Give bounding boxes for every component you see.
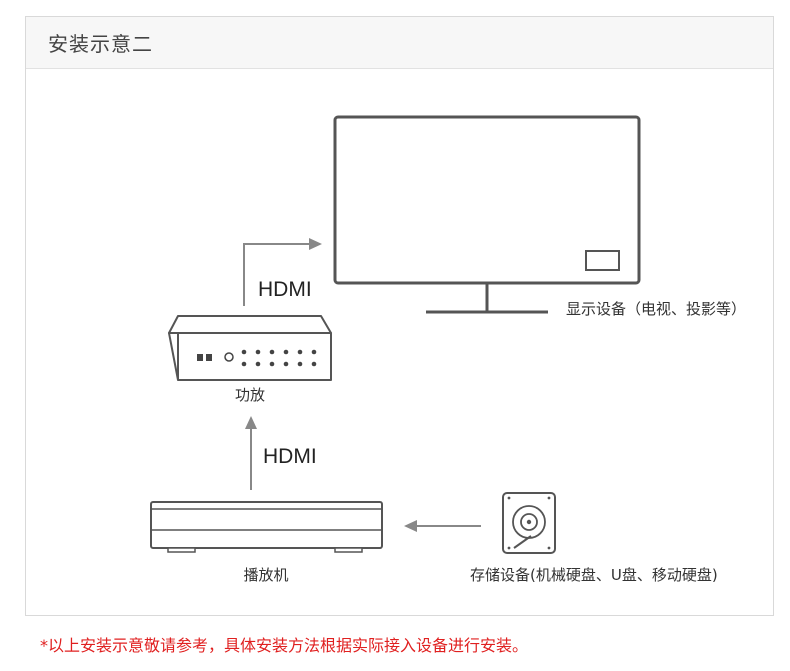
amplifier-icon xyxy=(168,315,332,381)
hdmi-label-top: HDMI xyxy=(258,278,312,301)
storage-label: 存储设备(机械硬盘、U盘、移动硬盘) xyxy=(470,566,718,584)
hard-drive-icon xyxy=(502,492,556,554)
connection-diagram: 显示设备（电视、投影等） HDMI 功放 HDMI xyxy=(150,115,746,584)
panel-header: 安装示意二 xyxy=(26,17,773,69)
panel-title: 安装示意二 xyxy=(48,32,153,56)
amplifier-label: 功放 xyxy=(235,386,265,404)
arrow-amp-to-display xyxy=(243,238,322,306)
player-label: 播放机 xyxy=(243,566,288,584)
player-icon xyxy=(150,501,383,553)
footnote: *以上安装示意敬请参考，具体安装方法根据实际接入设备进行安装。 xyxy=(40,636,529,655)
display-icon xyxy=(333,115,641,314)
display-label: 显示设备（电视、投影等） xyxy=(566,300,746,318)
arrow-player-to-amp xyxy=(245,416,257,490)
hdmi-label-bottom: HDMI xyxy=(263,445,317,468)
arrow-storage-to-player xyxy=(404,520,481,532)
